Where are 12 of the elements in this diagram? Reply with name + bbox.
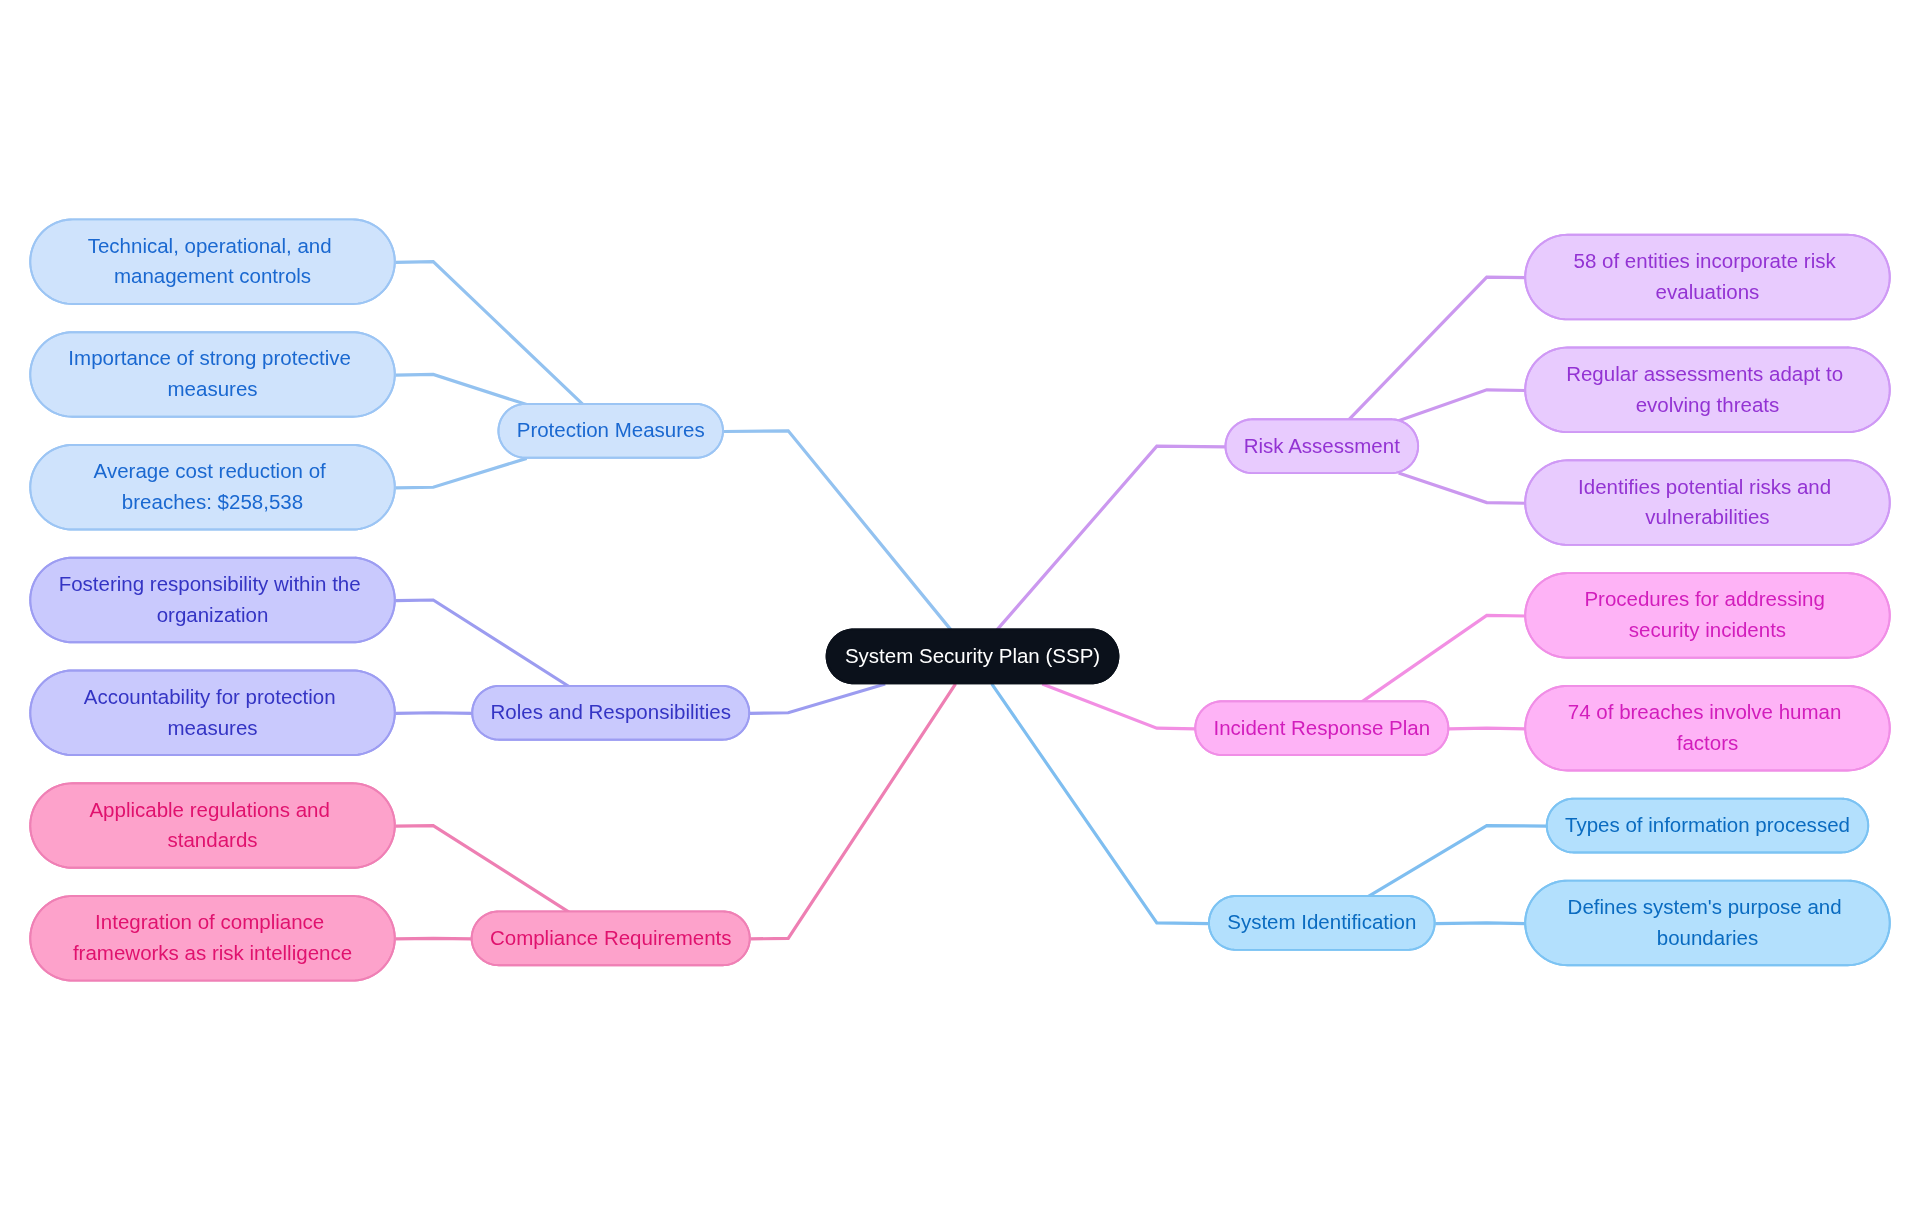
connector [750, 683, 957, 941]
connector [1398, 471, 1526, 505]
connector [1347, 275, 1526, 422]
connector [1435, 921, 1526, 926]
connector [749, 682, 886, 715]
connector [1041, 682, 1196, 731]
connector [395, 711, 473, 715]
connector [395, 260, 585, 406]
connector [1448, 726, 1526, 731]
connector [395, 372, 528, 407]
connector [395, 456, 528, 490]
connector [1398, 388, 1526, 423]
